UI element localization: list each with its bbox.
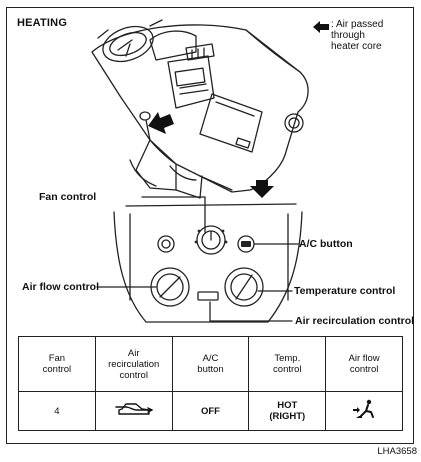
ac-button-label: A/C button — [299, 238, 353, 250]
header-temp-control-text: Temp. control — [273, 353, 302, 375]
table-value-row: 4 OFF HOT (RIGHT) — [18, 391, 403, 431]
header-air-recirculation-control-text: Air recirculation control — [108, 347, 160, 381]
header-fan-control: Fan control — [18, 336, 96, 392]
temperature-control-label: Temperature control — [294, 285, 396, 297]
header-air-recirculation-control: Air recirculation control — [94, 336, 173, 392]
cell-recirculation-value — [94, 391, 173, 431]
table-header-row: Fan control Air recirculation control A/… — [18, 336, 403, 392]
header-ac-button: A/C button — [171, 336, 250, 392]
dashboard-illustration — [91, 19, 309, 323]
figure-code: LHA3658 — [377, 446, 417, 457]
temp-value: HOT (RIGHT) — [269, 400, 306, 422]
header-temp-control: Temp. control — [248, 336, 327, 392]
figure-frame — [6, 7, 414, 444]
air-flow-control-label: Air flow control — [22, 281, 99, 293]
section-title: HEATING — [17, 17, 68, 29]
fan-control-label: Fan control — [39, 191, 97, 203]
header-air-flow-control-text: Air flow control — [348, 353, 380, 375]
air-flow-arrow-icon — [313, 21, 329, 33]
cell-ac-value: OFF — [171, 391, 250, 431]
settings-table: Fan control Air recirculation control A/… — [18, 336, 403, 431]
header-air-flow-control: Air flow control — [325, 336, 403, 392]
air-recirculation-control-label: Air recirculation control — [295, 315, 415, 327]
outside-air-car-icon — [114, 402, 153, 415]
cell-temp-value: HOT (RIGHT) — [248, 391, 327, 431]
ac-value: OFF — [200, 405, 220, 417]
header-fan-control-text: Fan control — [42, 353, 72, 375]
cell-fan-value: 4 — [18, 391, 96, 431]
cell-air-flow-value — [325, 391, 403, 431]
fan-value: 4 — [54, 405, 60, 417]
header-ac-button-text: A/C button — [197, 353, 224, 375]
legend-text: : Air passed through heater core — [331, 19, 384, 52]
foot-vent-seat-icon — [353, 399, 375, 418]
